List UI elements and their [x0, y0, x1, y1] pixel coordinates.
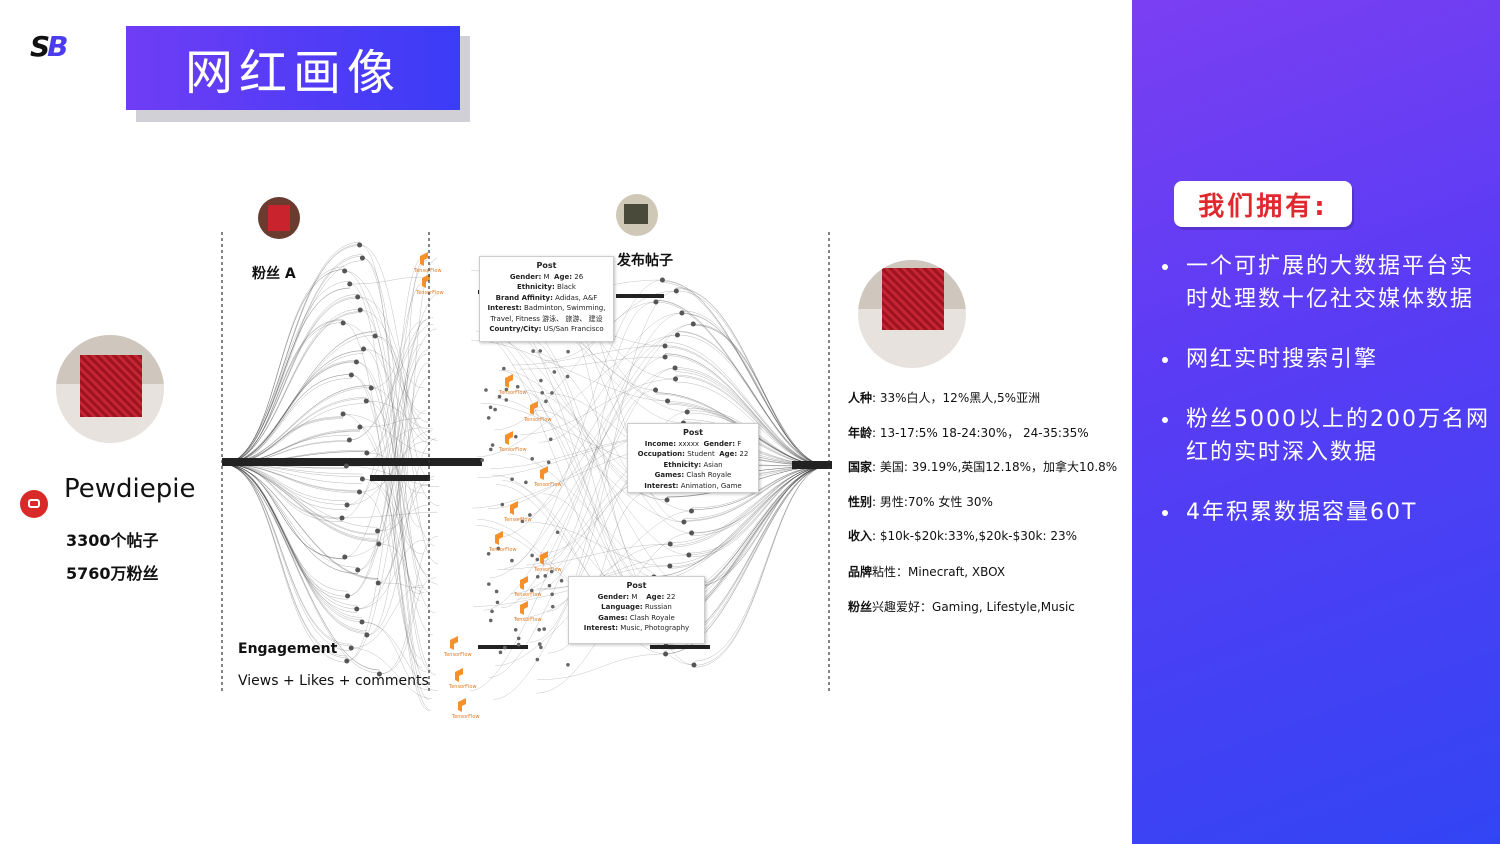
bullet-icon	[1162, 357, 1168, 363]
fan-count: 5760万粉丝	[66, 564, 159, 583]
svg-text:TensorFlow: TensorFlow	[413, 268, 442, 274]
feature-list: 一个可扩展的大数据平台实时处理数十亿社交媒体数据 网红实时搜索引擎 粉丝5000…	[1162, 250, 1492, 556]
stat-country: 国家: 美国: 39.19%,英国12.18%，加拿大10.8%	[848, 460, 1118, 474]
fan-label: 粉丝 A	[252, 266, 296, 282]
feature-item: 粉丝5000以上的200万名网红的实时深入数据	[1162, 403, 1492, 469]
svg-text:TensorFlow: TensorFlow	[513, 617, 542, 623]
svg-text:TensorFlow: TensorFlow	[498, 447, 527, 453]
stat-interest: 粉丝兴趣爱好：Gaming, Lifestyle,Music	[848, 600, 1075, 614]
svg-text:TensorFlow: TensorFlow	[533, 567, 562, 573]
bullet-icon	[1162, 417, 1168, 423]
stat-age: 年龄: 13-17:5% 18-24:30%， 24-35:35%	[848, 426, 1089, 440]
svg-text:TensorFlow: TensorFlow	[488, 547, 517, 553]
card-title: Post	[536, 261, 557, 270]
svg-text:TensorFlow: TensorFlow	[533, 482, 562, 488]
logo-s: S	[30, 30, 50, 63]
panel-heading: 我们拥有:	[1198, 191, 1328, 222]
bullet-icon	[1162, 264, 1168, 270]
influencer-name: Pewdiepie	[64, 474, 196, 504]
svg-text:TensorFlow: TensorFlow	[513, 592, 542, 598]
card-title: Post	[683, 428, 703, 437]
fan-avatar	[258, 197, 300, 239]
post-card-2: Post Income: xxxxx Gender: F Occupation:…	[627, 423, 759, 493]
svg-text:TensorFlow: TensorFlow	[451, 714, 480, 720]
title-box: 网红画像	[126, 26, 460, 110]
youtube-icon	[20, 490, 48, 518]
network-graph: TensorFlowTensorFlowTensorFlowTensorFlow…	[221, 232, 832, 720]
influencer-avatar	[56, 335, 164, 443]
feature-item: 一个可扩展的大数据平台实时处理数十亿社交媒体数据	[1162, 250, 1492, 316]
post-card-1: Post Gender: M Age: 26 Ethnicity: Black …	[479, 256, 614, 342]
feature-item: 网红实时搜索引擎	[1162, 343, 1492, 376]
feature-item: 4年积累数据容量60T	[1162, 496, 1492, 529]
stat-ethnicity: 人种: 33%白人，12%黑人,5%亚洲	[848, 391, 1041, 405]
sb-logo: SB	[30, 30, 82, 64]
post-card-3: Post Gender: M Age: 22 Language: Russian…	[568, 576, 705, 644]
face-mask	[882, 268, 944, 330]
post-label: 发布帖子	[617, 253, 673, 269]
engagement-subtitle: Views + Likes + comments	[238, 673, 429, 689]
stat-brand: 品牌粘性：Minecraft, XBOX	[848, 565, 1006, 579]
stat-gender: 性别: 男性:70% 女性 30%	[848, 495, 993, 509]
stat-income: 收入: $10k-$20k:33%,$20k-$30k: 23%	[848, 529, 1078, 543]
post-count: 3300个帖子	[66, 531, 159, 550]
audience-avatar	[858, 260, 966, 368]
face-mask	[80, 355, 142, 417]
engagement-title: Engagement	[238, 641, 338, 657]
svg-text:TensorFlow: TensorFlow	[448, 684, 477, 690]
card-title: Post	[626, 581, 647, 590]
feature-panel: 我们拥有: 一个可扩展的大数据平台实时处理数十亿社交媒体数据 网红实时搜索引擎 …	[1132, 0, 1500, 844]
svg-text:TensorFlow: TensorFlow	[523, 417, 552, 423]
post-avatar	[616, 194, 658, 236]
panel-heading-pill: 我们拥有:	[1174, 181, 1352, 227]
svg-text:TensorFlow: TensorFlow	[498, 390, 527, 396]
page-title: 网红画像	[184, 45, 401, 101]
svg-text:TensorFlow: TensorFlow	[503, 517, 532, 523]
svg-text:TensorFlow: TensorFlow	[443, 652, 472, 658]
logo-b: B	[47, 30, 68, 63]
bullet-icon	[1162, 510, 1168, 516]
